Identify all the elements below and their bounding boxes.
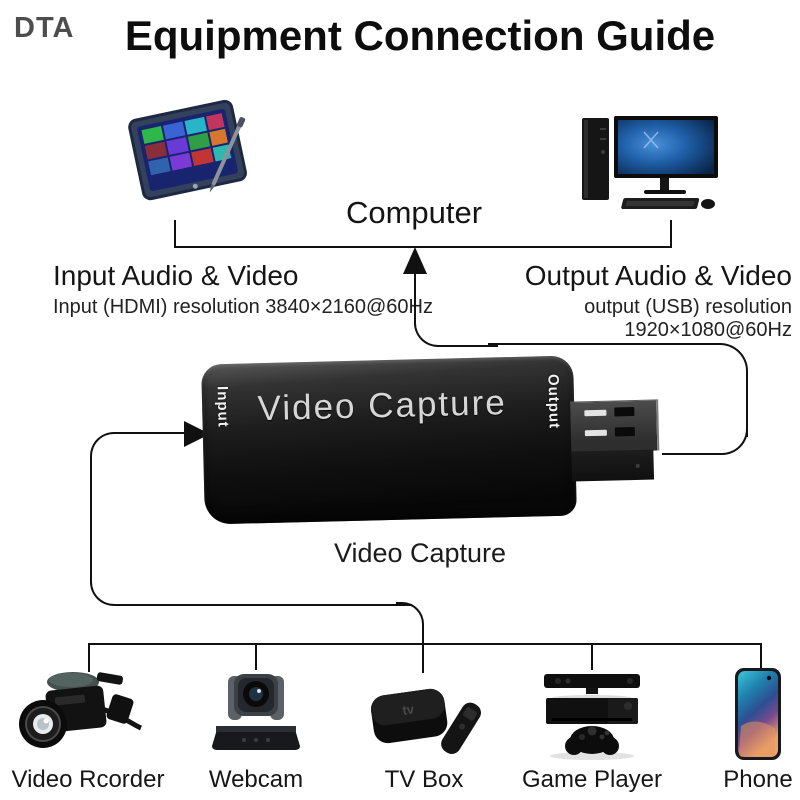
brand-watermark: DTA [14, 12, 75, 44]
game-console-icon [544, 674, 640, 760]
device-name: Video Capture [257, 383, 508, 429]
source-video-recorder: Video Rcorder [6, 666, 170, 794]
source-label: TV Box [384, 766, 464, 793]
tablet-icon [128, 99, 247, 201]
input-detail: Input (HDMI) resolution 3840×2160@60Hz [53, 296, 433, 318]
source-label: Webcam [208, 766, 304, 793]
output-connection-line [414, 271, 498, 347]
camcorder-icon [19, 672, 143, 748]
usb-dot [635, 463, 640, 468]
page-title: Equipment Connection Guide [124, 12, 716, 59]
input-connection-line [90, 432, 188, 562]
input-connection-line [396, 602, 424, 673]
source-label: Game Player [521, 766, 663, 793]
computer-label: Computer [345, 195, 483, 230]
video-capture-device: Input Video Capture Output [201, 355, 660, 525]
device-input-port-label: Input [213, 385, 232, 428]
usb-plug-icon [570, 399, 660, 483]
desktop-computer-icon [582, 116, 718, 209]
device-caption: Video Capture [333, 538, 507, 568]
output-connection-line [662, 396, 748, 455]
bracket-tick [255, 645, 257, 670]
usb-contact [584, 429, 607, 437]
device-output-port-label: Output [544, 373, 563, 430]
source-label: Video Rcorder [11, 766, 165, 793]
usb-front-face [571, 449, 655, 482]
output-heading: Output Audio & Video [524, 260, 792, 291]
usb-contact [584, 409, 607, 417]
usb-hole [614, 426, 635, 437]
device-body [201, 355, 577, 525]
webcam-icon [212, 674, 300, 750]
input-heading: Input Audio & Video [53, 260, 299, 291]
source-webcam: Webcam [174, 666, 338, 794]
usb-shell [570, 399, 660, 453]
svg-text:tv: tv [401, 701, 415, 718]
input-connection-line [90, 552, 412, 606]
smartphone-icon [735, 668, 781, 760]
source-game-player: Game Player [510, 666, 674, 794]
source-label: Phone [723, 766, 793, 793]
output-detail: output (USB) resolution 1920×1080@60Hz [584, 296, 792, 341]
up-arrow [403, 247, 427, 274]
source-phone: Phone [676, 666, 800, 794]
bracket-tick [591, 645, 593, 670]
usb-hole [614, 406, 635, 417]
sources-bracket-line [88, 643, 762, 672]
tv-box-icon: tv [370, 688, 481, 754]
source-tv-box: tv TV Box [342, 666, 506, 794]
output-connection-line [488, 343, 748, 437]
